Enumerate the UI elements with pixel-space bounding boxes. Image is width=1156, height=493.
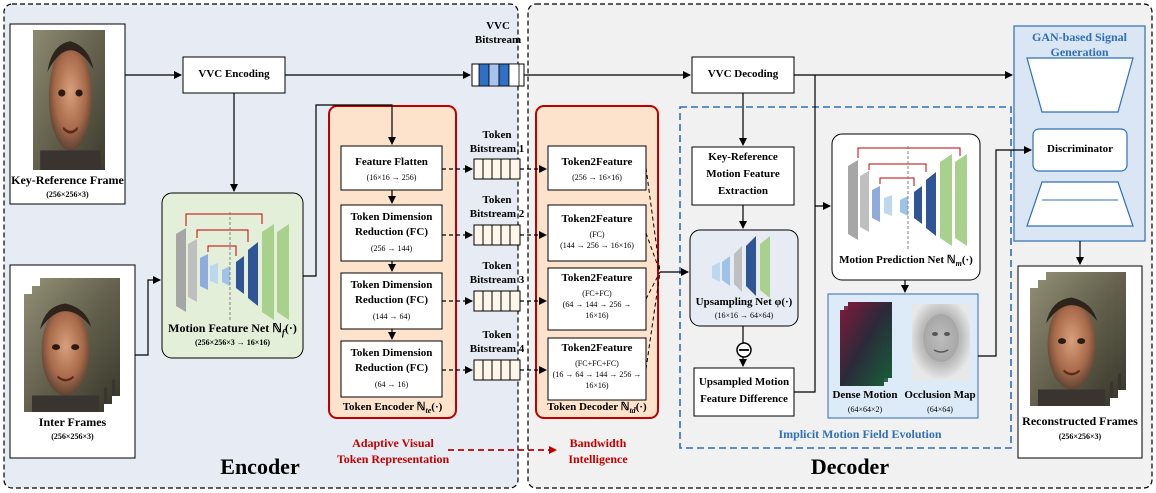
token-decoder-block-3-title: Token2Feature <box>561 272 633 284</box>
key-frame-image <box>33 30 105 170</box>
token-bitstream-3-label-a: Token <box>482 260 512 272</box>
key-frame-label: Key-Reference Frame <box>11 173 124 187</box>
dense-motion-dims: (64×64×2) <box>847 405 883 414</box>
token-encoder-block-2-title-a: Token Dimension <box>350 211 433 223</box>
token-bitstream-4-label-a: Token <box>482 329 512 341</box>
occlusion-map-label: Occlusion Map <box>904 389 976 401</box>
token-encoder-block-3-title-b: Reduction (FC) <box>354 294 429 306</box>
motion-prediction-net-label: Motion Prediction Net ℕm(·) <box>839 254 973 269</box>
vvc-bitstream-label-1: VVC <box>486 20 510 32</box>
token-bitstream-2-label-b: Bitstream 2 <box>469 208 525 220</box>
upsampling-net-dims: (16×16 → 64×64) <box>714 311 774 320</box>
token-decoder-block-1-detail: (256 → 16×16) <box>572 173 622 182</box>
token-decoder-block-2-detail-a: (FC) <box>589 230 605 239</box>
motion-feature-net-dims: (256×256×3 → 16×16) <box>194 338 270 347</box>
motion-feature-net-label: Motion Feature Net ℕf(·) <box>168 321 297 338</box>
vvc-decoding-box <box>691 56 795 94</box>
key-ref-extraction-2: Motion Feature <box>706 168 780 180</box>
token-decoder-block-3 <box>547 267 647 331</box>
implicit-motion-label: Implicit Motion Field Evolution <box>778 427 942 441</box>
token-decoder-block-3-detail-b: (64 → 144 → 256 → <box>562 300 632 309</box>
upsampled-diff-1: Upsampled Motion <box>698 376 790 388</box>
token-encoder-block-3 <box>340 272 443 330</box>
occlusion-map-dims: (64×64) <box>927 405 953 414</box>
token-encoder-block-2-title-b: Reduction (FC) <box>354 226 429 238</box>
bandwidth-label-2: Intelligence <box>568 452 628 466</box>
key-ref-extraction-1: Key-Reference <box>708 151 778 163</box>
vvc-encoding-label: VVC Encoding <box>198 68 270 80</box>
decoder-title: Decoder <box>810 454 890 479</box>
token-encoder-block-1-title: Feature Flatten <box>355 156 428 168</box>
token-decoder-title: Token Decoder ℕtd(·) <box>547 401 647 416</box>
token-decoder-block-3-detail-a: (FC+FC) <box>582 289 612 298</box>
token-encoder-block-4-title-a: Token Dimension <box>350 347 433 359</box>
token-encoder-block-1 <box>340 145 443 191</box>
token-bitstream-4-label-b: Bitstream 4 <box>469 343 525 355</box>
upsampled-diff-box <box>693 367 795 417</box>
inter-frame-front <box>24 294 104 412</box>
token-decoder-block-2-title: Token2Feature <box>561 213 633 225</box>
unet-icon-decoder <box>848 146 967 250</box>
token-decoder-block-4-detail-b: (16 → 64 → 144 → 256 → <box>552 370 642 379</box>
token-decoder-block-3-detail-c: 16×16) <box>585 311 609 320</box>
key-frame-dims: (256×256×3) <box>46 190 89 199</box>
key-ref-extraction-box <box>691 146 795 206</box>
token-decoder-block-4-title: Token2Feature <box>561 342 633 354</box>
upsampled-diff-2: Feature Difference <box>700 393 788 405</box>
token-bitstream-icons <box>473 158 521 381</box>
implicit-motion-region <box>679 106 1012 449</box>
discriminator-label: Discriminator <box>1047 143 1113 155</box>
reconstructed-frame-front <box>1030 288 1110 406</box>
token-bitstream-1-label-b: Bitstream 1 <box>469 143 525 155</box>
token-bitstream-2-label-a: Token <box>482 194 512 206</box>
vvc-encoding-box <box>182 56 286 94</box>
upsampling-icon <box>712 236 770 298</box>
token-decoder-block-4 <box>547 337 647 401</box>
reconstructed-label: Reconstructed Frames <box>1022 414 1138 428</box>
token-decoder-block-2 <box>547 204 647 262</box>
token-encoder-title: Token Encoder ℕte(·) <box>342 401 443 416</box>
vvc-bitstream-label-2: Bitstream <box>474 34 522 46</box>
upsampling-net-label: Upsampling Net φ(·) <box>695 296 793 308</box>
token-decoder-block-4-detail-c: 16×16) <box>585 381 609 390</box>
token-decoder-block-1-title: Token2Feature <box>561 156 633 168</box>
gan-generator-bottom <box>1026 181 1134 227</box>
token-encoder-block-1-detail: (16×16 → 256) <box>366 173 417 182</box>
inter-frames-dims: (256×256×3) <box>51 432 94 441</box>
gan-title-2: Generation <box>1050 45 1109 59</box>
reconstructed-dims: (256×256×3) <box>1058 432 1102 441</box>
encoder-title: Encoder <box>220 454 300 479</box>
inter-frames-label: Inter Frames <box>38 415 107 429</box>
adaptive-label-2: Token Representation <box>336 452 450 466</box>
vvc-bitstream-icon <box>471 63 525 87</box>
upsampling-net-box <box>689 229 799 327</box>
token-encoder-block-4 <box>340 340 443 398</box>
token-encoder-block-2 <box>340 204 443 262</box>
unet-icon-encoder <box>176 212 289 320</box>
token-bitstream-1-label-a: Token <box>482 129 512 141</box>
bandwidth-label-1: Bandwidth <box>569 436 627 450</box>
token-decoder-block-4-detail-a: (FC+FC+FC) <box>575 359 619 368</box>
vvc-decoding-label: VVC Decoding <box>707 68 779 80</box>
token-decoder-block-1 <box>547 145 647 191</box>
token-bitstream-3-label-b: Bitstream 3 <box>469 274 525 286</box>
token-encoder-block-3-detail: (144 → 64) <box>372 312 411 321</box>
token-encoder-block-4-title-b: Reduction (FC) <box>354 362 429 374</box>
discriminator-box <box>1032 128 1128 172</box>
token-encoder-block-2-detail: (256 → 144) <box>370 244 413 253</box>
adaptive-label-1: Adaptive Visual <box>352 436 434 450</box>
token-decoder-block-2-detail-b: (144 → 256 → 16×16) <box>560 241 634 250</box>
gan-title-1: GAN-based Signal <box>1031 30 1128 44</box>
occlusion-map-image <box>912 304 970 380</box>
token-encoder-block-4-detail: (64 → 16) <box>374 380 409 389</box>
token-encoder-block-3-title-a: Token Dimension <box>350 279 433 291</box>
dense-motion-image <box>840 302 892 386</box>
gan-generator-top <box>1026 57 1134 113</box>
dense-motion-label: Dense Motion <box>832 389 898 401</box>
key-ref-extraction-3: Extraction <box>717 185 769 197</box>
